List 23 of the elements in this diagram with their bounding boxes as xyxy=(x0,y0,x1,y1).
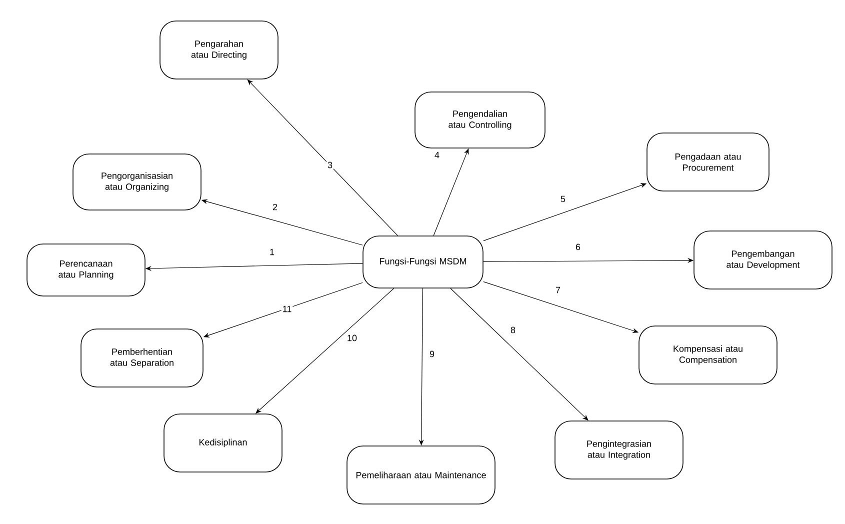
edge-label: 3 xyxy=(326,160,334,170)
function-box: Pengadaan atau Procurement xyxy=(646,132,770,192)
function-box: Kompensasi atau Compensation xyxy=(638,326,778,384)
edge-label: 7 xyxy=(554,286,562,294)
edge-label: 4 xyxy=(434,150,440,160)
function-box: Kedisiplinan xyxy=(164,414,282,472)
edge-label: 8 xyxy=(510,326,516,334)
edge-label: 9 xyxy=(428,350,436,358)
function-box: Pengendalian atau Controlling xyxy=(414,92,546,148)
edge-label: 11 xyxy=(281,304,293,314)
edge-label: 2 xyxy=(272,202,278,212)
edge-label: 10 xyxy=(346,334,358,342)
function-box: Pengarahan atau Directing xyxy=(160,20,278,80)
function-box: Pengintegrasian atau Integration xyxy=(554,420,684,480)
function-box: Pengorganisasian atau Organizing xyxy=(72,154,202,210)
edge-label: 1 xyxy=(268,248,276,256)
edge-label: 6 xyxy=(574,242,582,252)
function-box: Pemeliharaan atau Maintenance xyxy=(346,446,496,504)
function-box: Pengembangan atau Development xyxy=(694,230,832,290)
central-box: Fungsi-Fungsi MSDM xyxy=(362,236,484,288)
function-box: Perencanaan atau Planning xyxy=(26,244,146,296)
edge-label: 5 xyxy=(560,194,566,204)
function-box: Pemberhentian atau Separation xyxy=(80,328,204,388)
